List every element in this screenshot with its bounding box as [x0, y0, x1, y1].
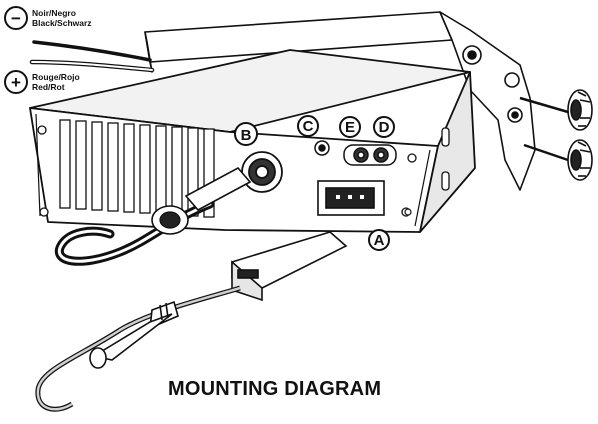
screw-icon: [407, 153, 417, 163]
screw-icon: [404, 208, 412, 216]
plus-icon: [4, 70, 28, 94]
svg-text:C: C: [303, 118, 314, 135]
jack-pair-e-d: [343, 144, 397, 166]
fuse-holder: [89, 300, 179, 369]
screw-icon: [37, 125, 47, 135]
callout-b: B: [234, 122, 258, 146]
diagram-title: MOUNTING DIAGRAM: [168, 378, 382, 400]
power-connector: [317, 180, 385, 216]
svg-text:+: +: [11, 73, 21, 92]
svg-text:−: −: [11, 9, 21, 28]
callout-a: A: [368, 229, 390, 251]
screw-icon: [39, 207, 49, 217]
callout-c: C: [297, 115, 319, 137]
antenna-socket: [241, 151, 283, 193]
positive-label-line2: Red/Rot: [32, 82, 65, 92]
negative-label-line2: Black/Schwarz: [32, 18, 92, 28]
svg-text:E: E: [345, 119, 355, 136]
antenna-cable: [55, 166, 252, 266]
side-slots: [441, 127, 450, 191]
mounting-knob-icon: [523, 139, 593, 181]
callout-e: E: [339, 116, 361, 138]
mounting-bracket: [144, 11, 536, 191]
svg-text:D: D: [379, 119, 390, 136]
power-wires: [29, 40, 155, 73]
heat-sink: [59, 119, 215, 218]
positive-polarity: + Rouge/Rojo Red/Rot: [4, 70, 80, 94]
negative-label-line1: Noir/Negro: [32, 8, 76, 18]
jack-c: [314, 140, 330, 156]
positive-label-line1: Rouge/Rojo: [32, 72, 80, 82]
corner-screws: [37, 125, 417, 217]
mounting-knob-icon: [519, 89, 593, 131]
negative-polarity: − Noir/Negro Black/Schwarz: [4, 6, 92, 30]
callout-d: D: [373, 116, 395, 138]
svg-text:B: B: [241, 127, 252, 144]
power-cable: [35, 285, 241, 412]
svg-text:A: A: [374, 232, 385, 249]
minus-icon: [4, 6, 28, 30]
power-plug: [231, 231, 348, 302]
